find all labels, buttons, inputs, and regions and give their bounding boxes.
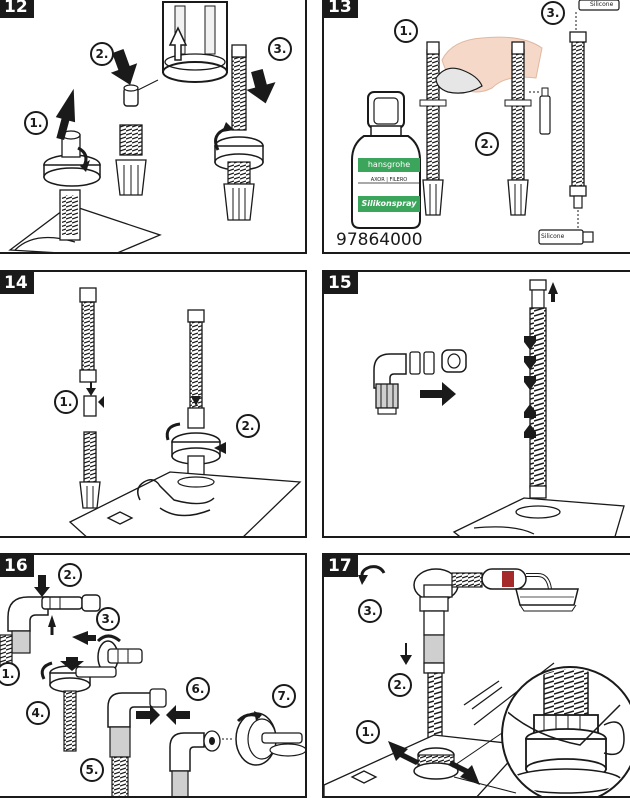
panel-14-illustration: [68, 287, 302, 536]
long-hose: [571, 39, 585, 191]
connector: [41, 596, 83, 610]
step-3: 3.: [268, 37, 292, 61]
arrow-up-inside: [168, 26, 188, 61]
silicone-label: Silicone: [541, 233, 565, 240]
panel-number: 16: [0, 555, 34, 577]
arrow-down: [110, 49, 138, 85]
arrow-right: [388, 741, 420, 765]
step-2: 2.: [475, 132, 499, 156]
countertop: [68, 471, 302, 536]
bottle-brand: hansgrohe: [367, 160, 411, 169]
panel-number: 15: [324, 272, 358, 294]
arrow-up: [548, 282, 558, 302]
panel-17: 17: [322, 553, 630, 798]
panel-number: 14: [0, 272, 34, 294]
step-1: 1.: [394, 19, 418, 43]
step-3: 3.: [96, 607, 120, 631]
panel-17-illustration: [324, 565, 630, 796]
step-3: 3.: [541, 1, 565, 25]
hose: [511, 49, 525, 181]
step-4: 4.: [26, 701, 50, 725]
cartridge-grey: [423, 634, 445, 664]
arrow-left: [166, 705, 190, 725]
hose-conn: [451, 572, 483, 588]
arrow-up: [55, 88, 76, 141]
hose-top: [79, 287, 97, 303]
step-1: 1.: [0, 662, 20, 686]
arrow-left: [214, 442, 226, 454]
elbow-fitting: [373, 353, 407, 389]
panel-15: 15: [322, 270, 630, 538]
step-1: 1.: [356, 720, 380, 744]
step-7: 7.: [272, 684, 296, 708]
panel-13: 13: [322, 0, 630, 254]
silicone-label: Silicone: [590, 1, 614, 8]
hose-tube: [231, 49, 247, 131]
connector: [83, 395, 97, 417]
valve-part: [119, 124, 143, 156]
step-1: 1.: [24, 111, 48, 135]
arrow-right: [136, 705, 160, 725]
cross-handle: [106, 511, 134, 525]
part-number: 97864000: [336, 230, 423, 250]
arrow-rotate: [165, 422, 181, 441]
countertop: [8, 204, 162, 252]
step-6: 6.: [186, 677, 210, 701]
step-1: 1.: [54, 390, 78, 414]
step-2: 2.: [90, 42, 114, 66]
arrow-left: [448, 761, 480, 785]
elbow: [107, 692, 153, 728]
arrow-right: [420, 382, 456, 406]
hose: [426, 49, 440, 181]
step-5: 5.: [80, 758, 104, 782]
panel-16: 16: [0, 553, 307, 798]
cross-handle: [350, 770, 378, 784]
panel-13-illustration: [351, 0, 620, 245]
handshower-neck: [526, 573, 552, 590]
step-2: 2.: [58, 563, 82, 587]
panel-number: 17: [324, 555, 358, 577]
panel-number: 13: [324, 0, 358, 18]
panel-12-illustration: [8, 1, 276, 252]
arrow-left: [72, 631, 96, 645]
elbow: [7, 596, 49, 632]
spray-can-top: [578, 0, 620, 11]
panel-14: 14 1. 2.: [0, 270, 307, 538]
ring: [409, 351, 421, 375]
long-hose: [529, 307, 547, 489]
panel-16-illustration: [0, 575, 305, 796]
bottle-subbrand: AXOR | FILERO: [370, 177, 408, 183]
bottle-label: Silikonspray: [361, 199, 417, 208]
panel-number: 12: [0, 0, 34, 18]
panel-12: 12: [0, 0, 307, 254]
step-2: 2.: [388, 673, 412, 697]
step-2: 2.: [236, 414, 260, 438]
arrows-up: [524, 404, 536, 438]
panel-15-illustration: [373, 279, 625, 536]
arrows-down: [524, 336, 536, 390]
spray-can-small: [539, 95, 551, 135]
arrow-down: [246, 68, 276, 104]
step-3: 3.: [358, 599, 382, 623]
faucet-spout: [137, 479, 215, 505]
elbow-fitting: [169, 732, 205, 772]
